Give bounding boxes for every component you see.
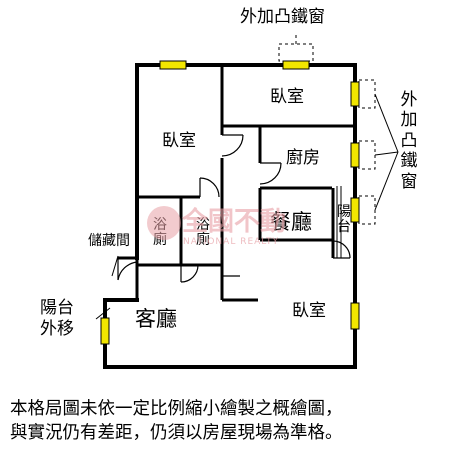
room-bedroom-top-right: 臥室 [270, 87, 304, 107]
door-swings [117, 134, 351, 283]
watermark-subtext: NATIONAL REALTY [183, 237, 280, 247]
room-living: 客廳 [135, 307, 177, 331]
balcony-relocated-label: 陽台外移 [40, 298, 74, 340]
callout-brackets [95, 93, 399, 320]
watermark-logo-icon [147, 206, 181, 240]
top-window-annotation: 外加凸鐵窗 [240, 7, 325, 27]
watermark-text: 全國不動 [182, 207, 287, 237]
room-kitchen: 廚房 [286, 148, 320, 168]
storage-label: 儲藏間 [88, 233, 130, 249]
interior-walls [118, 65, 355, 302]
disclaimer-line-2: 與實況仍有差距，仍須以房屋現場為準格。 [10, 423, 343, 443]
room-balcony-right: 陽台 [337, 204, 351, 235]
right-window-annotation: 外加凸鐵窗 [400, 90, 418, 192]
room-bedroom-bottom: 臥室 [292, 301, 326, 321]
disclaimer-line-1: 本格局圖未依一定比例縮小繪製之概繪圖， [10, 399, 343, 419]
room-bedroom-top-left: 臥室 [162, 131, 196, 151]
room-dining: 餐廳 [270, 210, 312, 234]
room-bath-2: 浴廁 [196, 217, 210, 248]
balcony-railing [336, 186, 342, 258]
